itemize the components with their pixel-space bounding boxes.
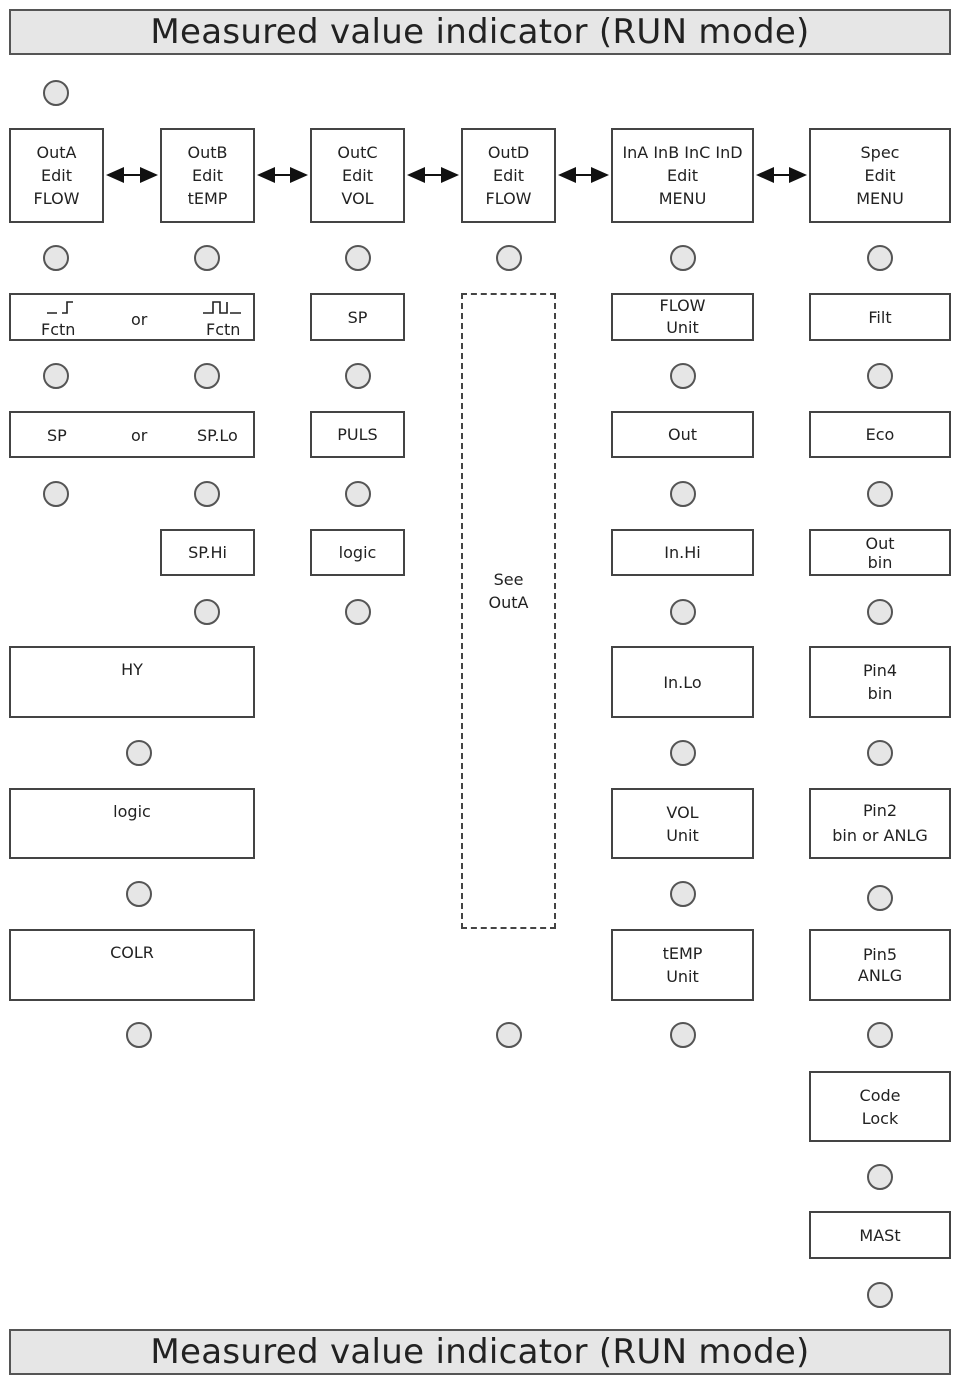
key-circle <box>43 245 69 271</box>
key-circle <box>670 1022 696 1048</box>
sp-or-splo-box: SP or SP.Lo <box>9 411 255 458</box>
fctn-label-right: Fctn <box>206 320 241 339</box>
key-circle <box>194 481 220 507</box>
key-circle <box>345 599 371 625</box>
puls-box: PULS <box>310 411 405 458</box>
key-circle <box>496 245 522 271</box>
spec-edit-box: Spec Edit MENU <box>809 128 951 223</box>
outB-edit-box: OutB Edit tEMP <box>160 128 255 223</box>
key-circle <box>194 363 220 389</box>
outD-edit-box: OutD Edit FLOW <box>461 128 556 223</box>
flow-unit-box: FLOW Unit <box>611 293 754 341</box>
vol-unit-box: VOL Unit <box>611 788 754 859</box>
run-mode-label: Measured value indicator (RUN mode) <box>150 12 810 52</box>
key-circle <box>43 481 69 507</box>
key-circle <box>345 245 371 271</box>
key-circle <box>194 599 220 625</box>
key-circle <box>126 1022 152 1048</box>
outA-edit-box: OutA Edit FLOW <box>9 128 104 223</box>
key-circle <box>867 740 893 766</box>
temp-unit-box: tEMP Unit <box>611 929 754 1001</box>
key-circle <box>496 1022 522 1048</box>
ab-logic-box: logic <box>9 788 255 859</box>
key-circle <box>345 363 371 389</box>
outD-see-outA-box: See OutA <box>461 293 556 929</box>
run-mode-label: Measured value indicator (RUN mode) <box>150 1332 810 1372</box>
out-bin-box: Out bin <box>809 529 951 576</box>
inputs-edit-box: InA InB InC InD Edit MENU <box>611 128 754 223</box>
key-circle <box>867 1282 893 1308</box>
key-circle <box>126 740 152 766</box>
key-circle <box>867 1022 893 1048</box>
key-circle <box>867 245 893 271</box>
colr-box: COLR <box>9 929 255 1001</box>
key-circle <box>126 881 152 907</box>
in-out-box: Out <box>611 411 754 458</box>
key-circle <box>194 245 220 271</box>
key-circle <box>670 881 696 907</box>
key-circle <box>670 599 696 625</box>
key-circle <box>43 80 69 106</box>
code-lock-box: Code Lock <box>809 1071 951 1142</box>
fctn-label-left: Fctn <box>41 320 76 339</box>
key-circle <box>867 363 893 389</box>
window-function-icon <box>203 301 241 314</box>
switching-function-icon <box>47 301 73 314</box>
key-circle <box>867 481 893 507</box>
key-circle <box>670 740 696 766</box>
key-circle <box>867 599 893 625</box>
key-circle <box>670 245 696 271</box>
key-circle <box>867 885 893 911</box>
c-sp-box: SP <box>310 293 405 341</box>
key-circle <box>867 1164 893 1190</box>
key-circle <box>345 481 371 507</box>
eco-box: Eco <box>809 411 951 458</box>
filt-box: Filt <box>809 293 951 341</box>
mast-box: MASt <box>809 1211 951 1259</box>
in-hi-box: In.Hi <box>611 529 754 576</box>
or-label: or <box>131 310 148 329</box>
key-circle <box>670 481 696 507</box>
in-lo-box: In.Lo <box>611 646 754 718</box>
key-circle <box>670 363 696 389</box>
run-mode-banner-top: Measured value indicator (RUN mode) <box>9 9 951 55</box>
c-logic-box: logic <box>310 529 405 576</box>
outC-edit-box: OutC Edit VOL <box>310 128 405 223</box>
pin4-box: Pin4 bin <box>809 646 951 718</box>
sphi-box: SP.Hi <box>160 529 255 576</box>
run-mode-banner-bottom: Measured value indicator (RUN mode) <box>9 1329 951 1375</box>
pin5-box: Pin5 ANLG <box>809 929 951 1001</box>
pin2-box: Pin2 bin or ANLG <box>809 788 951 859</box>
key-circle <box>43 363 69 389</box>
fctn-box: Fctn or Fctn <box>9 293 255 341</box>
hy-box: HY <box>9 646 255 718</box>
